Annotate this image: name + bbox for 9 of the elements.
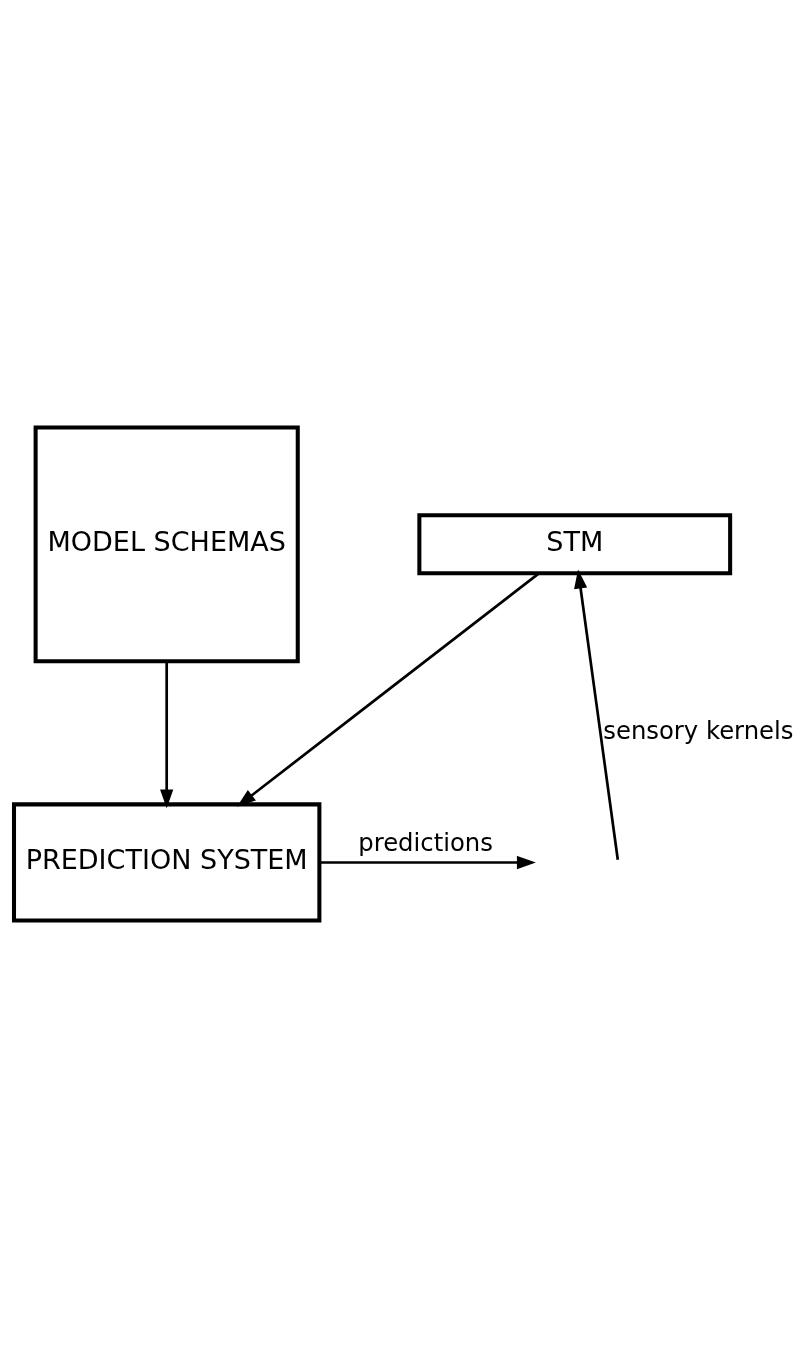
node-box: PREDICTION SYSTEM	[11, 802, 322, 923]
edge-label: sensory kernels	[603, 715, 794, 745]
arrow	[319, 855, 536, 870]
arrow	[574, 569, 620, 860]
edge-label: predictions	[358, 827, 493, 857]
arrow	[236, 572, 540, 807]
node-box: STM	[417, 513, 733, 576]
arrow	[160, 661, 174, 809]
node-box: MODEL SCHEMAS	[33, 425, 300, 664]
